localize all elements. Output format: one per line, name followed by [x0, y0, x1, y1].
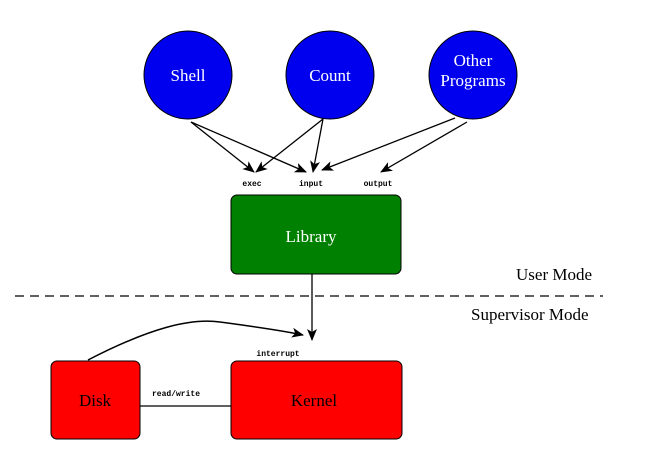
- other-programs-label-line1: Other: [454, 51, 493, 70]
- input-label: input: [299, 180, 323, 189]
- count-node: [285, 30, 375, 120]
- interrupt-label: interrupt: [256, 350, 299, 359]
- library-node: [230, 194, 402, 275]
- user-mode-label: User Mode: [516, 265, 592, 284]
- arrow-other-to-output: [380, 121, 468, 173]
- arrow-shell-to-exec: [190, 121, 255, 173]
- arrow-count-to-input: [310, 118, 324, 173]
- kernel-label: Kernel: [291, 391, 338, 410]
- other-programs-label-line2: Programs: [440, 71, 505, 90]
- program-other: Other Programs: [428, 30, 518, 120]
- disk-node: [50, 360, 141, 440]
- arrow-disk-interrupt: [87, 320, 304, 361]
- exec-label: exec: [242, 180, 261, 189]
- disk: Disk: [50, 360, 141, 440]
- library: Library: [230, 194, 402, 275]
- kernel: Kernel: [230, 360, 403, 440]
- program-shell: Shell: [143, 30, 233, 120]
- output-label: output: [364, 180, 393, 189]
- program-count: Count: [285, 30, 375, 120]
- other-programs-node: [428, 30, 518, 120]
- arrow-other-to-input: [321, 117, 456, 171]
- kernel-node: [230, 360, 403, 440]
- read-write-label: read/write: [152, 390, 200, 399]
- supervisor-mode-label: Supervisor Mode: [471, 305, 589, 324]
- shell-node: [143, 30, 233, 120]
- program-arrows: [190, 117, 468, 173]
- count-label: Count: [309, 66, 351, 85]
- arrow-count-to-exec: [255, 118, 324, 173]
- shell-label: Shell: [171, 66, 206, 85]
- arrow-shell-to-input: [190, 121, 307, 173]
- library-label: Library: [286, 227, 337, 246]
- disk-label: Disk: [79, 391, 112, 410]
